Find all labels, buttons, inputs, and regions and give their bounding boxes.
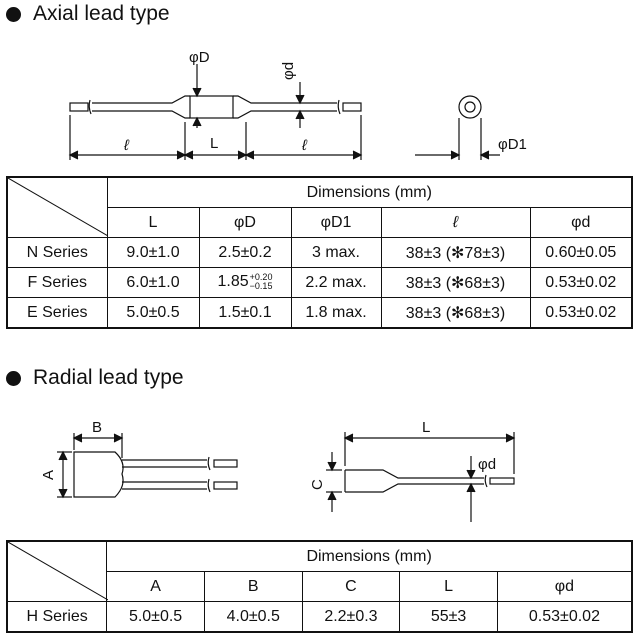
ell-label-left: ℓ — [123, 137, 130, 154]
cell-L: 9.0±1.0 — [106, 237, 200, 268]
series-name: E Series — [6, 297, 108, 329]
col-header-B: B — [203, 571, 303, 602]
cell-phid: 0.60±0.05 — [529, 237, 633, 268]
phid-label: φd — [478, 456, 496, 473]
cell-ell: 38±3 (✻68±3) — [380, 297, 531, 329]
col-header-phiD: φD — [198, 207, 292, 238]
radial-drawing: B A L C φd — [40, 419, 516, 522]
cell-phiD: 2.5±0.2 — [198, 237, 292, 268]
table-row: H Series 5.0±0.5 4.0±0.5 2.2±0.3 55±3 0.… — [6, 601, 633, 633]
table-corner — [6, 540, 108, 602]
table-row: F Series 6.0±1.0 1.85+0.20−0.15 2.2 max.… — [6, 267, 633, 298]
cell-phid: 0.53±0.02 — [529, 267, 633, 298]
phiD1-label: φD1 — [498, 136, 527, 153]
bullet-icon — [6, 6, 21, 22]
phiD-tolerance: +0.20−0.15 — [250, 273, 273, 291]
radial-title-text: Radial lead type — [33, 366, 184, 389]
col-header-L: L — [106, 207, 200, 238]
cell-L: 55±3 — [399, 601, 498, 633]
cell-phiD: 1.5±0.1 — [198, 297, 292, 329]
phiD-tol-minus: −0.15 — [249, 281, 273, 292]
B-label: B — [92, 419, 102, 436]
col-header-L: L — [399, 571, 498, 602]
ell-label-right: ℓ — [301, 137, 308, 154]
phiD-nominal: 1.85 — [217, 273, 249, 291]
cell-B: 4.0±0.5 — [203, 601, 303, 633]
cell-phid: 0.53±0.02 — [529, 297, 633, 329]
cell-A: 5.0±0.5 — [106, 601, 205, 633]
col-header-phid: φd — [496, 571, 633, 602]
A-label: A — [40, 470, 57, 480]
bullet-icon — [6, 370, 21, 386]
cell-L: 6.0±1.0 — [106, 267, 200, 298]
phiD-tol-plus: +0.20 — [249, 272, 273, 283]
col-header-phiD1: φD1 — [290, 207, 382, 238]
col-header-phid: φd — [529, 207, 633, 238]
table-corner — [6, 176, 108, 238]
series-name: N Series — [6, 237, 108, 268]
C-label: C — [309, 479, 326, 490]
L-label: L — [210, 135, 218, 152]
axial-dimensions-table: Dimensions (mm) L φD φD1 ℓ φd N Series 9… — [6, 176, 633, 329]
table-row: N Series 9.0±1.0 2.5±0.2 3 max. 38±3 (✻7… — [6, 237, 633, 268]
L-label: L — [422, 419, 430, 436]
series-name: F Series — [6, 267, 108, 298]
cell-phiD1: 3 max. — [290, 237, 382, 268]
radial-dimensions-table: Dimensions (mm) A B C L φd H Series 5.0±… — [6, 540, 633, 633]
cell-L: 5.0±0.5 — [106, 297, 200, 329]
col-header-ell: ℓ — [380, 207, 531, 238]
col-header-C: C — [301, 571, 401, 602]
cell-C: 2.2±0.3 — [301, 601, 401, 633]
dimensions-header: Dimensions (mm) — [106, 540, 633, 572]
axial-title-text: Axial lead type — [33, 2, 170, 25]
phid-label: φd — [280, 62, 297, 80]
cell-ell: 38±3 (✻78±3) — [380, 237, 531, 268]
cell-phiD1: 2.2 max. — [290, 267, 382, 298]
axial-section-title: Axial lead type — [6, 2, 170, 26]
radial-section-title: Radial lead type — [6, 366, 184, 390]
table-row: E Series 5.0±0.5 1.5±0.1 1.8 max. 38±3 (… — [6, 297, 633, 329]
phiD-label: φD — [189, 49, 210, 66]
dimensions-header: Dimensions (mm) — [106, 176, 633, 208]
cell-phiD1: 1.8 max. — [290, 297, 382, 329]
cell-phiD: 1.85+0.20−0.15 — [198, 267, 292, 298]
cell-phid: 0.53±0.02 — [496, 601, 633, 633]
col-header-A: A — [106, 571, 205, 602]
axial-drawing: φD φd ℓ L ℓ φD1 — [68, 49, 527, 160]
cell-ell: 38±3 (✻68±3) — [380, 267, 531, 298]
series-name: H Series — [6, 601, 108, 633]
